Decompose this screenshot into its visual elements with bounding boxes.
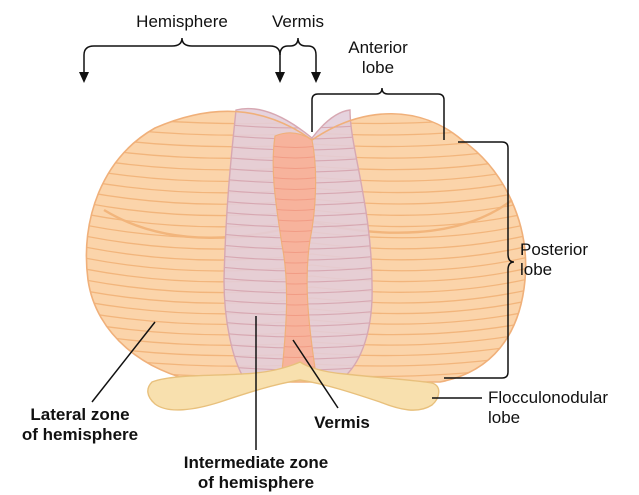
vermis-brace: [280, 38, 316, 55]
arrowhead-vermis: [311, 72, 321, 83]
label-lateral-zone-line1: Lateral zone: [22, 405, 138, 425]
label-anterior-lobe-line1: Anterior: [348, 38, 408, 58]
label-vermis-bottom: Vermis: [314, 413, 370, 433]
label-flocculonodular-lobe: Flocculonodular lobe: [488, 388, 608, 428]
label-flocculonodular-line2: lobe: [488, 408, 608, 428]
label-flocculonodular-line1: Flocculonodular: [488, 388, 608, 408]
arrowhead-hemisphere-right: [275, 72, 285, 83]
arrowheads: [79, 72, 321, 83]
label-posterior-lobe-line2: lobe: [520, 260, 588, 280]
label-posterior-lobe: Posterior lobe: [520, 240, 588, 280]
label-intermediate-zone-line2: of hemisphere: [184, 473, 329, 493]
cerebellum-body: [70, 109, 545, 382]
label-anterior-lobe: Anterior lobe: [348, 38, 408, 78]
label-vermis-top: Vermis: [272, 12, 324, 32]
label-intermediate-zone: Intermediate zone of hemisphere: [184, 453, 329, 493]
hemisphere-brace: [84, 38, 280, 55]
label-hemisphere: Hemisphere: [136, 12, 228, 32]
label-intermediate-zone-line1: Intermediate zone: [184, 453, 329, 473]
label-lateral-zone: Lateral zone of hemisphere: [22, 405, 138, 445]
label-anterior-lobe-line2: lobe: [348, 58, 408, 78]
arrowhead-hemisphere-left: [79, 72, 89, 83]
label-posterior-lobe-line1: Posterior: [520, 240, 588, 260]
label-lateral-zone-line2: of hemisphere: [22, 425, 138, 445]
